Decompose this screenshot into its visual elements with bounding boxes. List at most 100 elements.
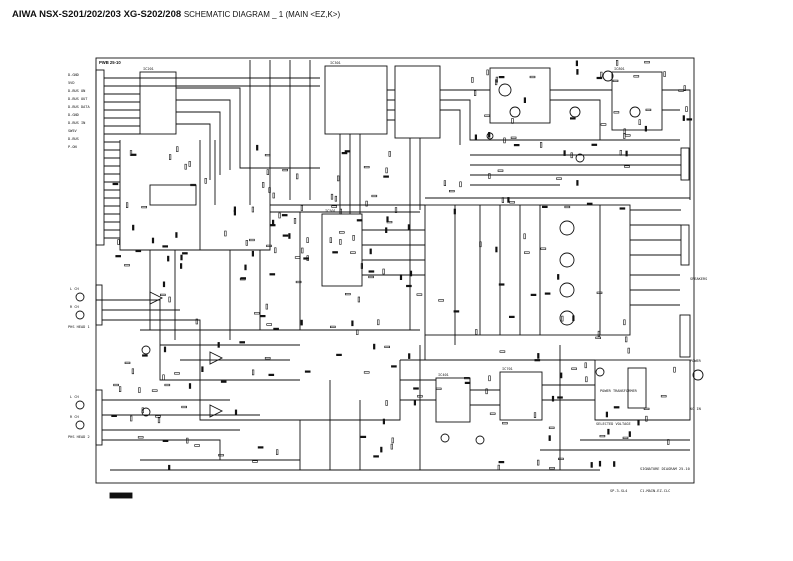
opamp-2 xyxy=(209,404,224,418)
component-mark xyxy=(124,361,131,365)
component-mark xyxy=(385,227,388,233)
component-mark xyxy=(473,90,477,96)
component-mark xyxy=(356,219,363,222)
component-mark xyxy=(537,459,540,466)
ac-label: AC IN xyxy=(690,407,701,411)
component-mark xyxy=(142,354,148,357)
component-mark xyxy=(638,119,641,125)
left-label: P-ON xyxy=(68,145,77,149)
component-mark xyxy=(269,224,276,227)
transistor-q3 xyxy=(559,282,575,298)
component-mark xyxy=(224,230,227,237)
component-mark xyxy=(540,247,547,250)
opamp-1 xyxy=(209,351,224,365)
component-mark xyxy=(678,89,684,92)
component-mark xyxy=(288,233,291,239)
component-mark xyxy=(570,152,573,159)
component-mark xyxy=(119,386,122,393)
component-mark xyxy=(409,270,413,277)
component-mark xyxy=(180,254,183,261)
component-mark xyxy=(484,114,490,117)
component-mark xyxy=(385,400,388,406)
phono-jack-l xyxy=(75,292,85,302)
transistor-q16 xyxy=(595,367,605,377)
component-mark xyxy=(240,277,246,280)
component-mark xyxy=(175,232,178,238)
component-mark xyxy=(341,152,348,155)
component-mark xyxy=(612,79,619,82)
component-mark xyxy=(497,464,500,471)
component-mark xyxy=(331,205,338,208)
component-mark xyxy=(686,118,693,121)
component-mark xyxy=(245,240,248,246)
component-mark xyxy=(585,376,588,383)
component-mark xyxy=(155,415,161,418)
component-mark xyxy=(363,166,370,169)
component-mark xyxy=(257,446,264,449)
component-mark xyxy=(329,237,332,243)
component-mark xyxy=(130,153,137,156)
left-connector xyxy=(95,69,105,246)
component-mark xyxy=(413,387,419,390)
transistor-q15 xyxy=(475,435,485,445)
component-mark xyxy=(613,406,620,409)
component-mark xyxy=(391,365,397,368)
component-mark xyxy=(272,192,275,199)
component-mark xyxy=(489,412,496,415)
component-mark xyxy=(368,275,374,279)
component-mark xyxy=(624,134,631,137)
right-connector-2 xyxy=(680,224,690,266)
component-mark xyxy=(115,255,121,258)
component-mark xyxy=(576,180,579,186)
component-mark xyxy=(498,76,505,79)
component-mark xyxy=(637,419,640,426)
jack-label: R CH xyxy=(70,415,79,419)
diagram-title: AIWA NSX-S201/202/203 XG-S202/208 SCHEMA… xyxy=(12,9,340,20)
component-mark xyxy=(464,381,471,385)
component-mark xyxy=(628,431,631,437)
component-mark xyxy=(624,165,630,168)
component-mark xyxy=(633,75,640,78)
component-mark xyxy=(453,310,460,313)
component-mark xyxy=(157,417,161,424)
component-mark xyxy=(186,437,189,444)
component-mark xyxy=(471,77,474,83)
component-mark xyxy=(336,353,342,357)
component-mark xyxy=(201,366,204,373)
component-mark xyxy=(194,444,200,447)
component-mark xyxy=(141,407,144,414)
component-mark xyxy=(464,376,470,380)
component-mark xyxy=(330,193,334,200)
component-mark xyxy=(141,206,147,209)
component-mark xyxy=(268,187,271,193)
ic-501-body xyxy=(321,213,363,287)
jack-label: PHS HEAD 2 xyxy=(68,435,90,439)
component-mark xyxy=(619,207,626,210)
ic-label: IC501 xyxy=(325,209,336,213)
component-mark xyxy=(195,318,198,325)
component-mark xyxy=(295,280,302,284)
component-mark xyxy=(217,342,220,348)
component-mark xyxy=(569,117,576,120)
component-mark xyxy=(586,202,593,205)
component-mark xyxy=(413,399,417,406)
component-mark xyxy=(234,409,238,416)
component-mark xyxy=(485,388,488,395)
component-mark xyxy=(168,296,171,303)
component-mark xyxy=(475,329,478,335)
component-mark xyxy=(613,111,620,114)
component-mark xyxy=(615,59,619,66)
component-mark xyxy=(252,369,255,376)
component-mark xyxy=(278,212,281,219)
component-mark xyxy=(595,336,602,339)
diagram-description: SCHEMATIC DIAGRAM _ 1 (MAIN <EZ,K>) xyxy=(183,10,341,19)
component-mark xyxy=(597,330,600,337)
left-connector-labels: D-GND 5VD D-BUS ON D-BUS OUT D-BUS DATA … xyxy=(68,73,90,149)
component-mark xyxy=(509,201,515,204)
component-mark xyxy=(244,264,247,271)
component-mark xyxy=(344,150,351,153)
component-mark xyxy=(591,143,598,146)
component-mark xyxy=(507,197,510,203)
component-mark xyxy=(167,255,170,262)
component-mark xyxy=(182,252,188,255)
